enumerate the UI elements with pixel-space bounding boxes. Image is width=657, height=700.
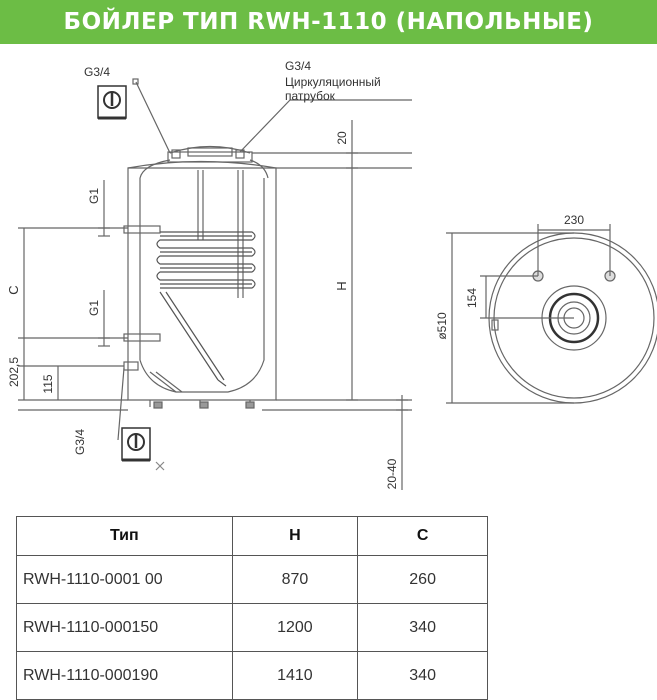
label-top-left-fitting: G3/4 xyxy=(84,65,110,79)
page-title: БОЙЛЕР ТИП RWH-1110 (НАПОЛЬНЫЕ) xyxy=(63,9,594,35)
label-dim-20-40: 20-40 xyxy=(385,458,399,489)
label-dim-202-5: 202,5 xyxy=(7,357,21,387)
header-type: Тип xyxy=(16,516,233,556)
label-circulation-1: Циркуляционный xyxy=(285,75,381,89)
label-dim-g1-lower: G1 xyxy=(87,300,101,316)
table-row: RWH-1110-000190 1410 340 xyxy=(16,651,488,700)
label-dim-g1-upper: G1 xyxy=(87,188,101,204)
spec-table: Тип H C RWH-1110-0001 00 870 260 RWH-111… xyxy=(16,516,488,700)
label-dim-115: 115 xyxy=(41,374,55,393)
title-banner: БОЙЛЕР ТИП RWH-1110 (НАПОЛЬНЫЕ) xyxy=(0,0,657,44)
label-dim-230: 230 xyxy=(564,213,584,227)
header-c: C xyxy=(357,516,488,556)
boiler-drawing: G3/4 G3/4 Циркуляционный патрубок 20 G1 … xyxy=(6,59,657,490)
label-dim-154: 154 xyxy=(465,288,479,308)
label-dim-d510: ø510 xyxy=(435,312,449,340)
table-header-row: Тип H C xyxy=(16,516,488,556)
table-row: RWH-1110-0001 00 870 260 xyxy=(16,555,488,604)
label-dim-20: 20 xyxy=(335,131,349,145)
valve-icon-top xyxy=(97,85,127,120)
label-dim-c: C xyxy=(6,285,21,294)
cell-c: 340 xyxy=(357,651,488,700)
cell-h: 1200 xyxy=(231,603,359,652)
label-bottom-fitting: G3/4 xyxy=(73,429,87,455)
cell-type: RWH-1110-0001 00 xyxy=(16,555,233,604)
dimension-lines-right xyxy=(252,120,412,490)
label-circulation-2: патрубок xyxy=(285,89,336,103)
cell-c: 260 xyxy=(357,555,488,604)
cell-h: 870 xyxy=(231,555,359,604)
tank-top xyxy=(167,145,253,163)
table-row: RWH-1110-000150 1200 340 xyxy=(16,603,488,652)
label-top-right-fitting: G3/4 xyxy=(285,59,311,73)
header-h: H xyxy=(231,516,359,556)
cell-type: RWH-1110-000150 xyxy=(16,603,233,652)
label-dim-h: H xyxy=(334,281,349,290)
cell-h: 1410 xyxy=(231,651,359,700)
dimension-lines-left xyxy=(18,180,128,411)
top-view xyxy=(446,224,657,404)
valve-icon-bottom xyxy=(121,427,165,471)
heating-coil xyxy=(156,231,256,387)
cell-c: 340 xyxy=(357,603,488,652)
cell-type: RWH-1110-000190 xyxy=(16,651,233,700)
